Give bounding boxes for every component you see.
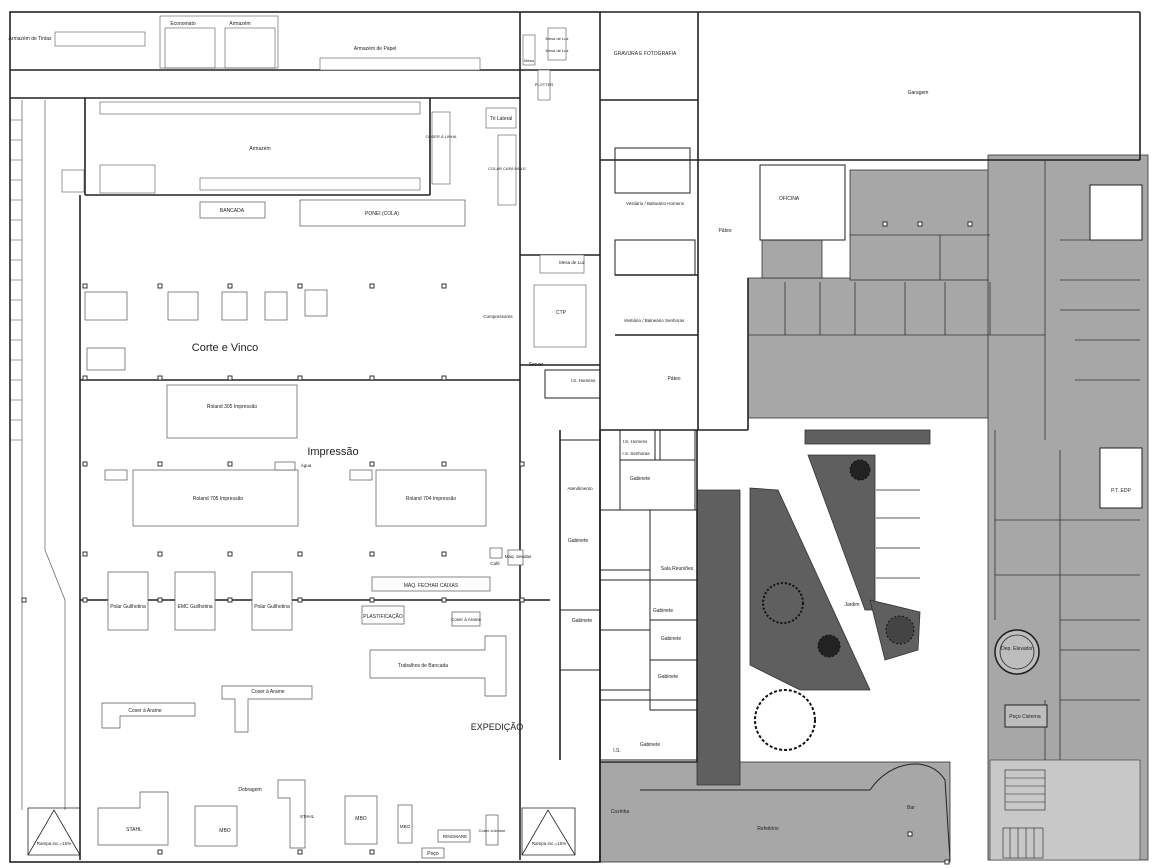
label-gabinete-4: Gabinete bbox=[572, 618, 593, 624]
shaded-areas bbox=[599, 154, 1149, 863]
label-compressores: Compressores bbox=[483, 314, 513, 319]
label-roland-705: Roland 705 Impressão bbox=[193, 496, 244, 502]
left-ramp bbox=[10, 100, 66, 810]
label-armazem-tintas: Armazém de Tintas bbox=[8, 36, 52, 42]
right-rooms bbox=[544, 11, 846, 761]
label-stahl-1: STAHL bbox=[126, 827, 142, 833]
label-armazem-main: Armazém bbox=[249, 146, 270, 152]
label-tri-lateral: Tri Lateral bbox=[490, 116, 512, 122]
label-gravura: GRAVURA E FOTOGRAFIA bbox=[614, 51, 677, 57]
bar-bay bbox=[869, 763, 951, 861]
stairs bbox=[1002, 769, 1046, 859]
label-impressao: Impressão bbox=[307, 446, 358, 458]
label-colar-capa: COLAR CAPA MOLE bbox=[488, 166, 526, 171]
label-emc: EMC Guilhotina bbox=[177, 604, 212, 610]
label-stahl-2: STAHL bbox=[300, 814, 315, 819]
label-armazem-papel: Armazém de Papel bbox=[354, 46, 397, 52]
label-armazem-small: Armazém bbox=[229, 21, 250, 27]
label-corte-vinco: Corte e Vinco bbox=[192, 342, 258, 354]
label-server: Server bbox=[529, 362, 544, 368]
label-cozinha: Cozinha bbox=[611, 809, 630, 815]
label-coser-arame-4: Coser à Arame bbox=[479, 828, 506, 833]
label-plastificacao: PLASTIFICAÇÃO bbox=[363, 613, 403, 620]
label-bar: Bar bbox=[907, 805, 915, 811]
label-vestiario-senhoras: Vestiário / Balneário Senhoras bbox=[624, 318, 685, 323]
label-mbo-2: MBO bbox=[355, 816, 367, 822]
label-roland-305: Roland 305 Impressão bbox=[207, 404, 258, 410]
label-pateo-2: Páteo bbox=[667, 376, 680, 382]
label-gabinete-7: Gabinete bbox=[640, 742, 661, 748]
label-sala-reunioes: Sala Reuniões bbox=[661, 566, 694, 572]
label-mesa-luz-1: Mesa de Luz bbox=[546, 36, 569, 41]
label-gabinete-5: Gabinete bbox=[661, 636, 682, 642]
label-mbo-3: MBO bbox=[400, 824, 411, 829]
label-agua: Água bbox=[301, 462, 312, 468]
label-garagem: Garagem bbox=[908, 90, 929, 96]
label-maq-sendas: Máq. Sendas bbox=[505, 554, 532, 559]
label-atendimento: Atendimento bbox=[567, 486, 593, 491]
machines bbox=[84, 199, 524, 859]
label-trabalhos-bancada: Trabalhos de Bancada bbox=[398, 663, 448, 669]
label-pateo-1: Páteo bbox=[718, 228, 731, 234]
label-gabinete-3: Gabinete bbox=[653, 608, 674, 614]
label-vestiario-homens: Vestiário / Balneário Homens bbox=[626, 201, 685, 206]
label-pt-edp: P.T. EDP bbox=[1111, 488, 1131, 494]
label-coser-arame-1: Coser à Arame bbox=[451, 617, 482, 622]
label-poco-cisterna: Poço Cisterna bbox=[1009, 714, 1041, 720]
label-gabinete-6: Gabinete bbox=[658, 674, 679, 680]
label-polar-2: Polar Guilhotina bbox=[254, 604, 290, 610]
label-gabinete-2: Gabinete bbox=[568, 538, 589, 544]
column-markers bbox=[21, 221, 973, 865]
label-jardim: Jardim bbox=[844, 602, 859, 608]
label-oficina: OFICINA bbox=[779, 196, 800, 202]
ramps bbox=[27, 807, 576, 856]
label-gabinete-1: Gabinete bbox=[630, 476, 651, 482]
label-expedicao: EXPEDIÇÃO bbox=[471, 722, 524, 732]
label-ctp: CTP bbox=[556, 310, 567, 316]
label-roland-704: Roland 704 Impressão bbox=[406, 496, 457, 502]
label-poco: Poço bbox=[427, 851, 439, 857]
label-dep-elevador: Dep. Elevador bbox=[1001, 646, 1033, 652]
label-mesa-luz-2: Mesa de Luz bbox=[546, 48, 569, 53]
label-refeitorio: Refeitório bbox=[757, 826, 779, 832]
tree-icon bbox=[754, 459, 915, 751]
label-economato: Economato bbox=[170, 21, 196, 27]
label-mbo-1: MBO bbox=[219, 828, 231, 834]
label-is-homens-1: I.S. Homens bbox=[571, 378, 597, 383]
label-mesa-luz-3: Mesa de Luz bbox=[559, 260, 586, 265]
label-rampa-1: Rampa inc.=15% bbox=[37, 841, 71, 846]
label-is-senhoras: I.S. Senhoras bbox=[622, 451, 650, 456]
label-dobragem: Dobragem bbox=[238, 787, 261, 793]
poco-cisterna-box bbox=[1004, 704, 1048, 728]
label-is-homens-2: I.S. Homens bbox=[623, 439, 649, 444]
label-coser-linha: COSER À LINHA bbox=[426, 134, 457, 139]
label-coser-arame-2: Coser à Arame bbox=[251, 689, 285, 695]
label-ringmare: RINGMARE bbox=[443, 834, 467, 839]
label-ponei: PONEI (COLA) bbox=[365, 211, 399, 217]
label-polar-1: Polar Guilhotina bbox=[110, 604, 146, 610]
label-rampa-2: Rampa inc.=15% bbox=[532, 841, 566, 846]
label-coser-arame-3: Coser à Arame bbox=[128, 708, 162, 714]
label-mesa: Mesa bbox=[524, 58, 535, 63]
label-is-3: I.S. bbox=[613, 748, 621, 754]
dep-elevador-tank bbox=[994, 629, 1040, 675]
storage-racks bbox=[54, 15, 587, 348]
room-labels: Armazém de Tintas Economato Armazém Arma… bbox=[8, 21, 1131, 857]
label-bancada: BANCADA bbox=[220, 208, 245, 214]
label-mq-fechar: MÁQ. FECHAR CAIXAS bbox=[404, 582, 459, 589]
garden bbox=[696, 454, 921, 786]
label-cafe: Café bbox=[490, 561, 500, 566]
label-plotter: PLOTTER bbox=[535, 82, 554, 87]
